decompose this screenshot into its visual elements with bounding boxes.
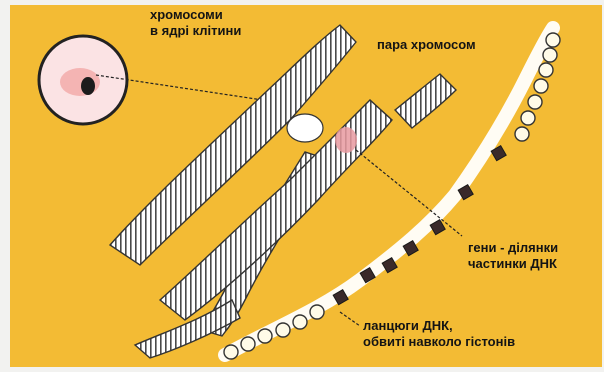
label-line: частинки ДНК: [468, 256, 558, 272]
label-dna-chains: ланцюги ДНК, обвиті навколо гістонів: [363, 318, 515, 350]
label-line: ланцюги ДНК,: [363, 318, 515, 334]
label-genes: гени - ділянки частинки ДНК: [468, 240, 558, 272]
label-line: гени - ділянки: [468, 240, 558, 256]
nucleus-chromosome-dot: [81, 77, 95, 95]
label-line: обвиті навколо гістонів: [363, 334, 515, 350]
label-line: хромосоми: [150, 7, 241, 23]
chains-pointer-line: [340, 312, 360, 326]
genes-pointer-line: [356, 150, 462, 236]
cell-circle: [39, 36, 127, 124]
gene-highlight: [335, 127, 357, 153]
label-chromosome-pair: пара хромосом: [377, 37, 476, 53]
label-line: в ядрі клітини: [150, 23, 241, 39]
label-chromosomes-in-nucleus: хромосоми в ядрі клітини: [150, 7, 241, 39]
